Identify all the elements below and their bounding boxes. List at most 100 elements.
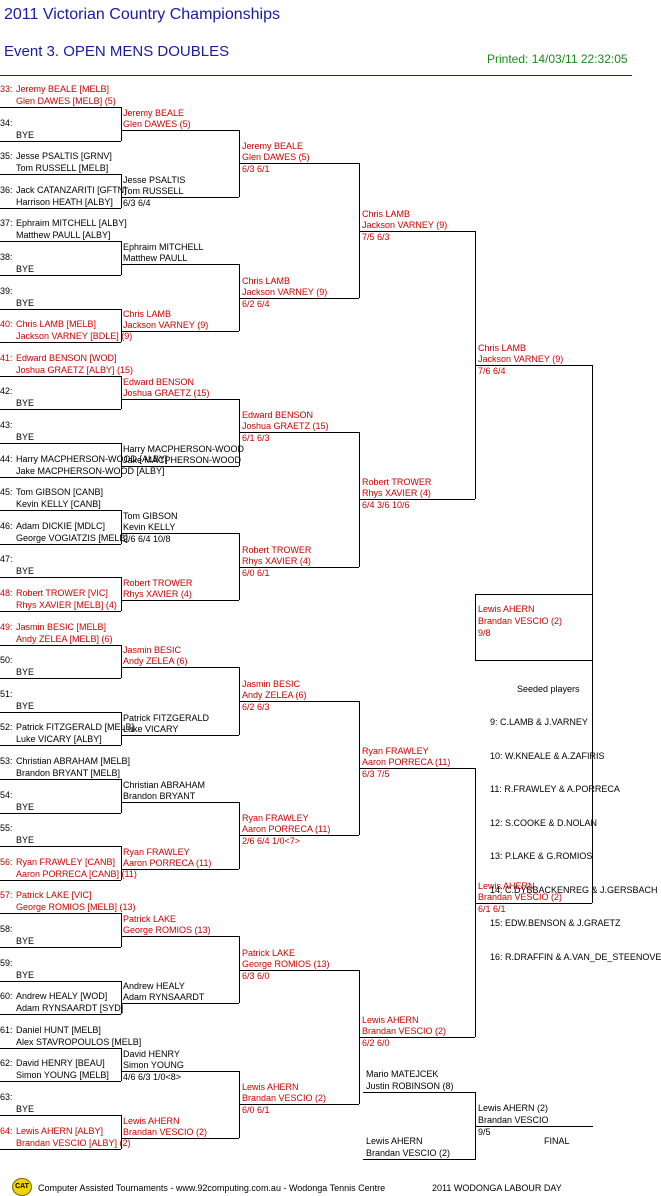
round4-score: 6/2 6/0 (362, 1038, 390, 1048)
bracket-line (0, 1148, 121, 1150)
round3-player: Jackson VARNEY (9) (242, 286, 328, 297)
final-winner: Brandan VESCIO (478, 1115, 549, 1125)
bracket-line (121, 734, 239, 736)
bracket-line (0, 577, 121, 579)
entry-player: BYE (16, 835, 35, 846)
entry-number: 48: (0, 588, 13, 598)
bracket-line (239, 667, 240, 735)
bracket-line (121, 801, 239, 803)
round3-score: 6/2 6/4 (242, 298, 270, 309)
entry-number: 38: (0, 252, 13, 262)
bracket-line (0, 980, 121, 982)
seeded-title: Seeded players (517, 684, 580, 694)
bracket-line (359, 499, 475, 501)
bracket-line (592, 365, 593, 903)
round3-score: 6/3 6/0 (242, 970, 270, 981)
round2-player: Aaron PORRECA (11) (123, 858, 212, 868)
round3-player: Patrick LAKE (242, 947, 296, 958)
bracket-line (0, 812, 121, 814)
bracket-line (121, 600, 239, 602)
round3-player: Jasmin BESIC (242, 679, 301, 689)
entry-number: 40: (0, 319, 13, 330)
entry-player: Joshua GRAETZ [ALBY] (15) (16, 364, 134, 375)
entry-player: Chris LAMB [MELB] (16, 319, 97, 330)
entry-player: BYE (16, 432, 35, 442)
entry-player: Ryan FRAWLEY [CANB] (16, 856, 116, 867)
round4-player: Jackson VARNEY (9) (362, 219, 448, 230)
round2-player: Andy ZELEA (6) (123, 656, 188, 667)
entry-number: 42: (0, 386, 13, 397)
bracket-line (359, 230, 475, 232)
bracket-line (239, 264, 240, 332)
bracket-line (0, 644, 121, 646)
round3-score: 6/0 6/1 (242, 1105, 270, 1116)
round2-player: Lewis AHERN (123, 1115, 180, 1126)
bracket-line (0, 275, 121, 276)
entry-player: George VOGIATZIS [MELB] (16, 532, 128, 543)
entry-player: Edward BENSON [WOD] (16, 352, 117, 363)
entry-player: BYE (16, 700, 35, 711)
entry-player: Andy ZELEA [MELB] (6) (16, 633, 113, 644)
bracket-line (359, 1037, 475, 1038)
event-title: Event 3. OPEN MENS DOUBLES (4, 43, 230, 60)
round2-player: Brandon BRYANT (123, 790, 196, 801)
bracket-line (359, 969, 360, 1105)
entry-number: 41: (0, 352, 13, 363)
round4-player: Ryan FRAWLEY (362, 746, 429, 757)
bracket-line (121, 308, 122, 343)
bracket-line (0, 1014, 121, 1016)
round3-score: 6/0 6/1 (242, 567, 270, 578)
bracket-line (0, 779, 121, 780)
bracket-line (121, 398, 239, 400)
entry-number: 50: (0, 655, 13, 666)
cat-logo: CAT (12, 1178, 32, 1196)
round2-player: Jeremy BEALE (123, 107, 185, 118)
entry-number: 36: (0, 184, 13, 195)
bracket-line (0, 443, 121, 444)
round3-player: Ryan FRAWLEY (242, 813, 309, 824)
entry-number: 47: (0, 554, 13, 565)
bracket-line (475, 594, 592, 595)
round2-player: Patrick LAKE (123, 914, 177, 925)
round4-player: Brandan VESCIO (2) (362, 1026, 447, 1036)
round4-score: 6/4 3/6 10/6 (362, 500, 410, 511)
entry-player: Jackson VARNEY [BDLE] (9) (16, 331, 133, 342)
bracket-line (239, 297, 359, 299)
footer-credit: Computer Assisted Tournaments - www.92co… (38, 1183, 386, 1193)
bracket-line (121, 913, 122, 947)
round3-player: Rhys XAVIER (4) (242, 555, 311, 566)
seeded-item: 9: C.LAMB & J.VARNEY (490, 717, 588, 727)
final-player: Brandan VESCIO (2) (366, 1148, 451, 1158)
bracket-line (121, 936, 239, 938)
bracket-line (121, 1137, 239, 1139)
entry-player: Luke VICARY [ALBY] (16, 734, 102, 745)
round2-player: Jake MACPHERSON-WOOD (123, 454, 242, 465)
bracket-line (239, 163, 359, 165)
bracket-line (121, 711, 122, 746)
bracket-line (0, 476, 121, 478)
bracket-line (0, 1081, 121, 1083)
round5-player: Jackson VARNEY (9) (478, 354, 564, 364)
bracket-line (121, 129, 239, 131)
round5-player: Lewis AHERN (478, 880, 535, 891)
bracket-line (475, 1092, 476, 1159)
entry-player: Jack CATANZARITI [GFTN] (16, 184, 127, 195)
bracket-line (359, 432, 360, 567)
semi-winner-score: 9/8 (478, 628, 491, 638)
entry-number: 53: (0, 756, 13, 766)
round3-player: Jeremy BEALE (242, 141, 304, 152)
bracket-line (0, 375, 121, 377)
round4-player: Aaron PORRECA (11) (362, 757, 451, 768)
bracket-line (121, 331, 239, 333)
round2-player: Jasmin BESIC (123, 645, 182, 656)
bracket-line (121, 197, 239, 198)
entry-player: Matthew PAULL [ALBY] (16, 230, 111, 241)
seeded-item: 14: C.DYBBACKENREG & J.GERSBACH (490, 885, 658, 895)
entry-player: Harrison HEATH [ALBY] (16, 196, 113, 207)
entry-player: Lewis AHERN [ALBY] (16, 1125, 104, 1136)
bracket-line (121, 107, 122, 141)
bracket-line (0, 107, 121, 108)
round2-player: George ROMIOS (13) (123, 925, 211, 936)
round3-player: Andy ZELEA (6) (242, 690, 307, 700)
bracket-line (121, 644, 122, 679)
